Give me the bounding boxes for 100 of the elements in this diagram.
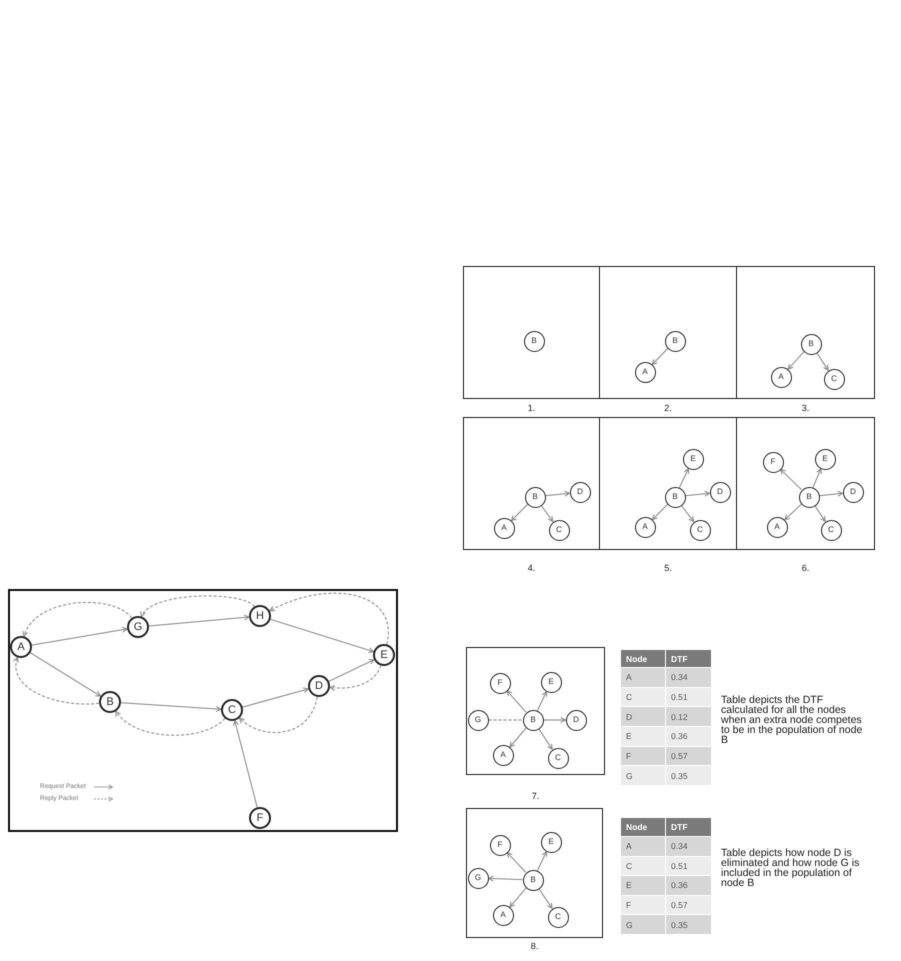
table-cell: A — [621, 837, 665, 856]
dashed-arrow — [115, 710, 226, 736]
table-cell: C — [621, 688, 665, 706]
arrow — [652, 504, 668, 520]
node-circle: A — [10, 636, 32, 658]
table-cell: F — [621, 746, 665, 766]
table-cell: 0.57 — [666, 896, 711, 914]
node-circle: A — [770, 366, 792, 388]
table-header: DTF — [666, 650, 711, 667]
panel-number: 2. — [664, 403, 672, 413]
node-circle: A — [634, 516, 656, 538]
node-circle: D — [308, 675, 330, 697]
arrow — [31, 626, 128, 646]
arrow — [509, 888, 527, 908]
table-cell: E — [621, 876, 665, 895]
arrow — [816, 352, 829, 371]
node-circle: A — [766, 516, 788, 538]
table-cell: G — [621, 766, 665, 786]
node-circle: D — [570, 482, 590, 502]
table-cell: G — [621, 915, 665, 934]
dashed-arrow — [141, 595, 255, 618]
arrow — [537, 851, 548, 871]
node-circle: E — [682, 448, 704, 470]
panel-number: 1. — [528, 403, 536, 413]
table-cell: E — [621, 727, 665, 746]
arrow — [814, 505, 826, 522]
arrow — [509, 728, 527, 748]
table-cell: 0.51 — [666, 856, 711, 876]
arrow — [233, 720, 258, 808]
table-header: Node — [621, 650, 665, 667]
panel-number: 5. — [664, 563, 672, 573]
table-cell: 0.34 — [666, 668, 711, 687]
panel-frame — [463, 266, 600, 399]
arrow — [544, 490, 570, 497]
node-circle: D — [710, 482, 730, 502]
arrow — [510, 504, 528, 522]
panel-number: 7. — [532, 791, 540, 801]
dashed-arrow — [329, 665, 382, 691]
node-circle: B — [99, 691, 121, 713]
arrow — [684, 490, 710, 497]
arrow — [488, 876, 523, 882]
arrow — [652, 348, 668, 365]
table-cell: 0.34 — [666, 837, 711, 856]
panel-number: 3. — [802, 403, 810, 413]
node-circle: F — [762, 452, 784, 472]
arrow — [148, 614, 250, 626]
node-circle: B — [664, 330, 686, 352]
node-circle: B — [524, 486, 546, 508]
table-cell: C — [621, 856, 665, 876]
dashed-arrow — [269, 592, 389, 645]
panel-number: 4. — [528, 563, 536, 573]
table-cell: D — [621, 707, 665, 726]
arrow — [30, 652, 102, 697]
node-circle: B — [522, 710, 544, 730]
panel-frame — [463, 417, 600, 550]
node-circle: A — [494, 518, 514, 538]
table-cell: 0.35 — [666, 915, 711, 934]
panel-frame — [466, 647, 605, 775]
arrow — [506, 690, 526, 713]
node-circle: A — [492, 744, 514, 766]
arrow — [120, 702, 222, 712]
arrow — [242, 687, 309, 708]
arrow — [270, 618, 374, 654]
node-circle: E — [540, 832, 562, 852]
arrow — [780, 468, 802, 490]
arrow — [543, 717, 566, 723]
node-circle: C — [820, 520, 842, 540]
table-cell: F — [621, 896, 665, 914]
arrow — [537, 691, 548, 711]
node-circle: E — [373, 644, 395, 666]
panel-frame — [736, 417, 875, 550]
node-circle: G — [468, 868, 488, 888]
node-circle: F — [249, 807, 271, 829]
arrow — [784, 504, 802, 520]
description-text: Table depicts the DTF calculated for all the nodes when an extra node competes to be in the population of node B — [721, 695, 864, 745]
dashed-arrow — [23, 602, 132, 637]
arrow — [506, 852, 526, 873]
arrow — [538, 888, 553, 909]
panel-frame — [466, 808, 603, 938]
arrow — [328, 659, 375, 682]
table-cell: 0.36 — [666, 876, 711, 895]
arrow — [788, 351, 804, 370]
node-circle: C — [548, 520, 570, 540]
node-circle: G — [468, 710, 488, 730]
node-circle: C — [548, 748, 568, 768]
node-circle: C — [690, 520, 710, 540]
node-circle: D — [566, 710, 586, 730]
dashed-arrow — [14, 656, 100, 704]
node-circle: F — [490, 672, 510, 694]
diagram-frame — [8, 589, 398, 832]
node-circle: B — [798, 486, 820, 508]
table-cell: 0.12 — [666, 707, 711, 726]
arrow — [812, 468, 822, 488]
table-cell: 0.36 — [666, 727, 711, 746]
panel-frame — [599, 266, 737, 399]
table-header: DTF — [666, 818, 711, 836]
node-circle: B — [524, 330, 544, 352]
node-circle: B — [800, 334, 822, 354]
node-circle: C — [221, 699, 243, 721]
arrow — [540, 505, 554, 522]
